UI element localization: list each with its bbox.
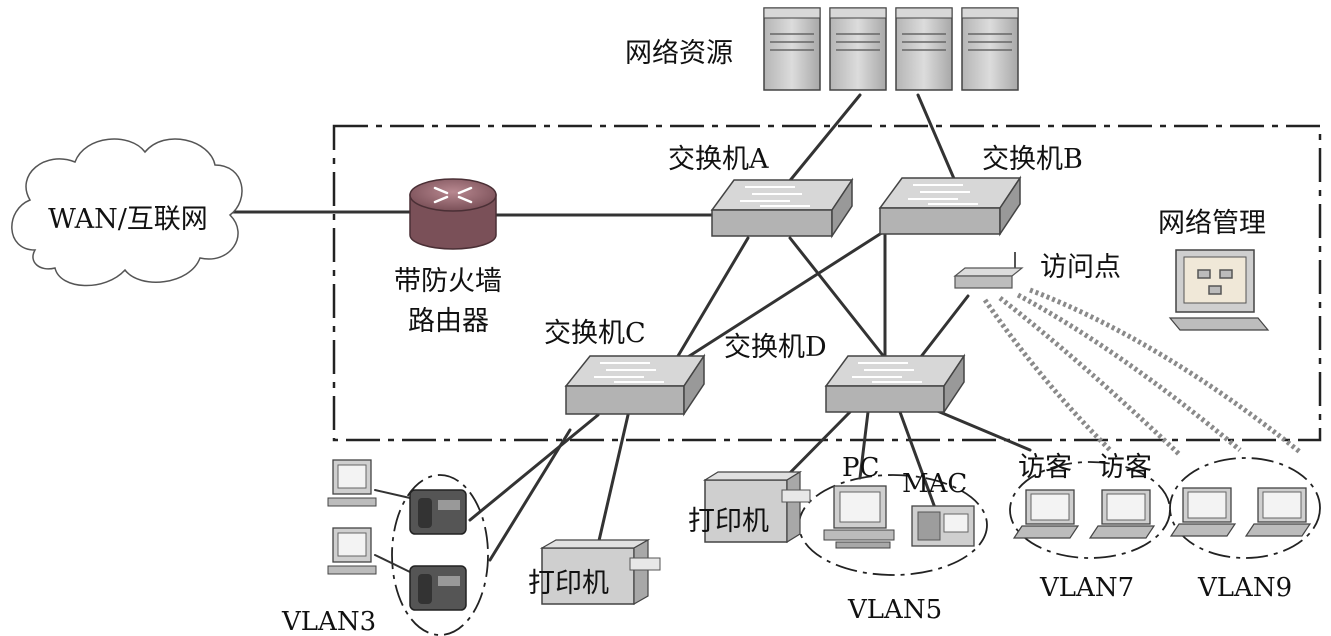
vlan3-pc-1 <box>327 459 377 507</box>
server-3 <box>895 7 953 91</box>
server-2 <box>829 7 887 91</box>
vlan7-label: VLAN7 <box>1039 573 1134 603</box>
router-label-line2: 路由器 <box>408 306 489 337</box>
switch-d-label: 交换机D <box>724 332 827 363</box>
printer-d-label: 打印机 <box>688 506 769 537</box>
vlan5-mac-label: MAC <box>902 469 967 499</box>
link-servers-switch-a <box>786 93 862 185</box>
link-switch-c-vlan3-a <box>468 413 600 522</box>
vlan3-group-outline <box>391 474 489 636</box>
server-4 <box>961 7 1019 91</box>
switch-d: 交换机D <box>724 332 966 415</box>
network-management-terminal: 网络管理 <box>1158 208 1270 331</box>
printer-c: 打印机 <box>528 538 661 606</box>
network-resources-servers: 网络资源 <box>625 7 1019 91</box>
network-resources-label: 网络资源 <box>625 38 733 69</box>
link-phone-pc-1 <box>374 489 411 499</box>
vlan3-label: VLAN3 <box>281 607 376 636</box>
vlan5-pc-label: PC <box>842 453 879 483</box>
link-switch-d-mac <box>898 410 937 510</box>
vlan7-group: 访客 访客 VLAN7 <box>1012 452 1156 603</box>
link-phone-pc-2 <box>374 554 411 573</box>
printer-c-label: 打印机 <box>528 568 609 599</box>
wireless-link-3 <box>1016 292 1242 452</box>
switch-a-arrows-icon <box>740 186 810 207</box>
switch-b-label: 交换机B <box>982 144 1083 175</box>
switch-a-label: 交换机A <box>668 144 769 175</box>
switch-c-label: 交换机C <box>544 318 646 349</box>
guest-label-1: 访客 <box>1018 452 1072 483</box>
link-switch-a-c <box>676 236 750 358</box>
vlan7-laptop-2 <box>1088 489 1156 539</box>
switch-c-arrows-icon <box>594 362 664 383</box>
link-servers-switch-b <box>916 93 957 183</box>
router-label-line1: 带防火墙 <box>394 266 502 297</box>
link-switch-d-pc <box>858 410 870 480</box>
links <box>228 93 1032 573</box>
wireless-link-1 <box>982 298 1112 452</box>
server-1 <box>763 7 821 91</box>
vlan5-label: VLAN5 <box>847 595 942 625</box>
switch-b: 交换机B <box>878 144 1083 237</box>
access-point: 访问点 <box>953 252 1121 289</box>
vlan9-laptop-1 <box>1169 487 1237 537</box>
cloud-shape <box>11 138 243 287</box>
guest-label-2: 访客 <box>1098 452 1152 483</box>
wireless-link-4 <box>1029 287 1302 454</box>
vlan9-laptop-2 <box>1244 487 1312 537</box>
vlan9-group-outline <box>1169 457 1321 559</box>
link-switch-c-printer <box>596 413 630 547</box>
link-switch-b-c <box>678 216 907 364</box>
vlan5-pc <box>823 485 895 549</box>
management-screen-icon <box>1197 269 1233 295</box>
wan-cloud: WAN/互联网 <box>11 138 243 287</box>
vlan9-group: VLAN9 <box>1169 487 1312 603</box>
vlan3-group: VLAN3 <box>281 459 467 636</box>
switch-b-arrows-icon <box>908 184 978 205</box>
switch-c: 交换机C <box>544 318 706 417</box>
link-switch-a-d <box>788 236 887 360</box>
lan-boundary <box>332 124 1322 442</box>
printer-d: 打印机 <box>688 470 811 544</box>
link-ap-switch-d <box>918 294 970 360</box>
vlan5-group: PC MAC VLAN5 <box>823 453 975 625</box>
link-switch-d-guests <box>933 408 1032 452</box>
vlan5-mac <box>911 505 975 547</box>
network-management-label: 网络管理 <box>1158 208 1266 239</box>
wireless-links <box>982 287 1302 457</box>
firewall-router: 带防火墙 路由器 <box>394 178 502 337</box>
switch-a: 交换机A <box>668 144 854 239</box>
vlan7-laptop-1 <box>1012 489 1080 539</box>
switch-d-arrows-icon <box>852 362 922 383</box>
wireless-link-2 <box>998 296 1182 457</box>
access-point-label: 访问点 <box>1040 252 1121 283</box>
vlan3-phone-2 <box>409 565 467 611</box>
router-arrows-icon <box>433 186 473 204</box>
vlan3-phone-1 <box>409 489 467 535</box>
wan-label: WAN/互联网 <box>48 204 208 235</box>
link-switch-c-vlan3-b <box>488 428 572 562</box>
vlan3-pc-2 <box>327 527 377 575</box>
vlan9-label: VLAN9 <box>1197 573 1292 603</box>
